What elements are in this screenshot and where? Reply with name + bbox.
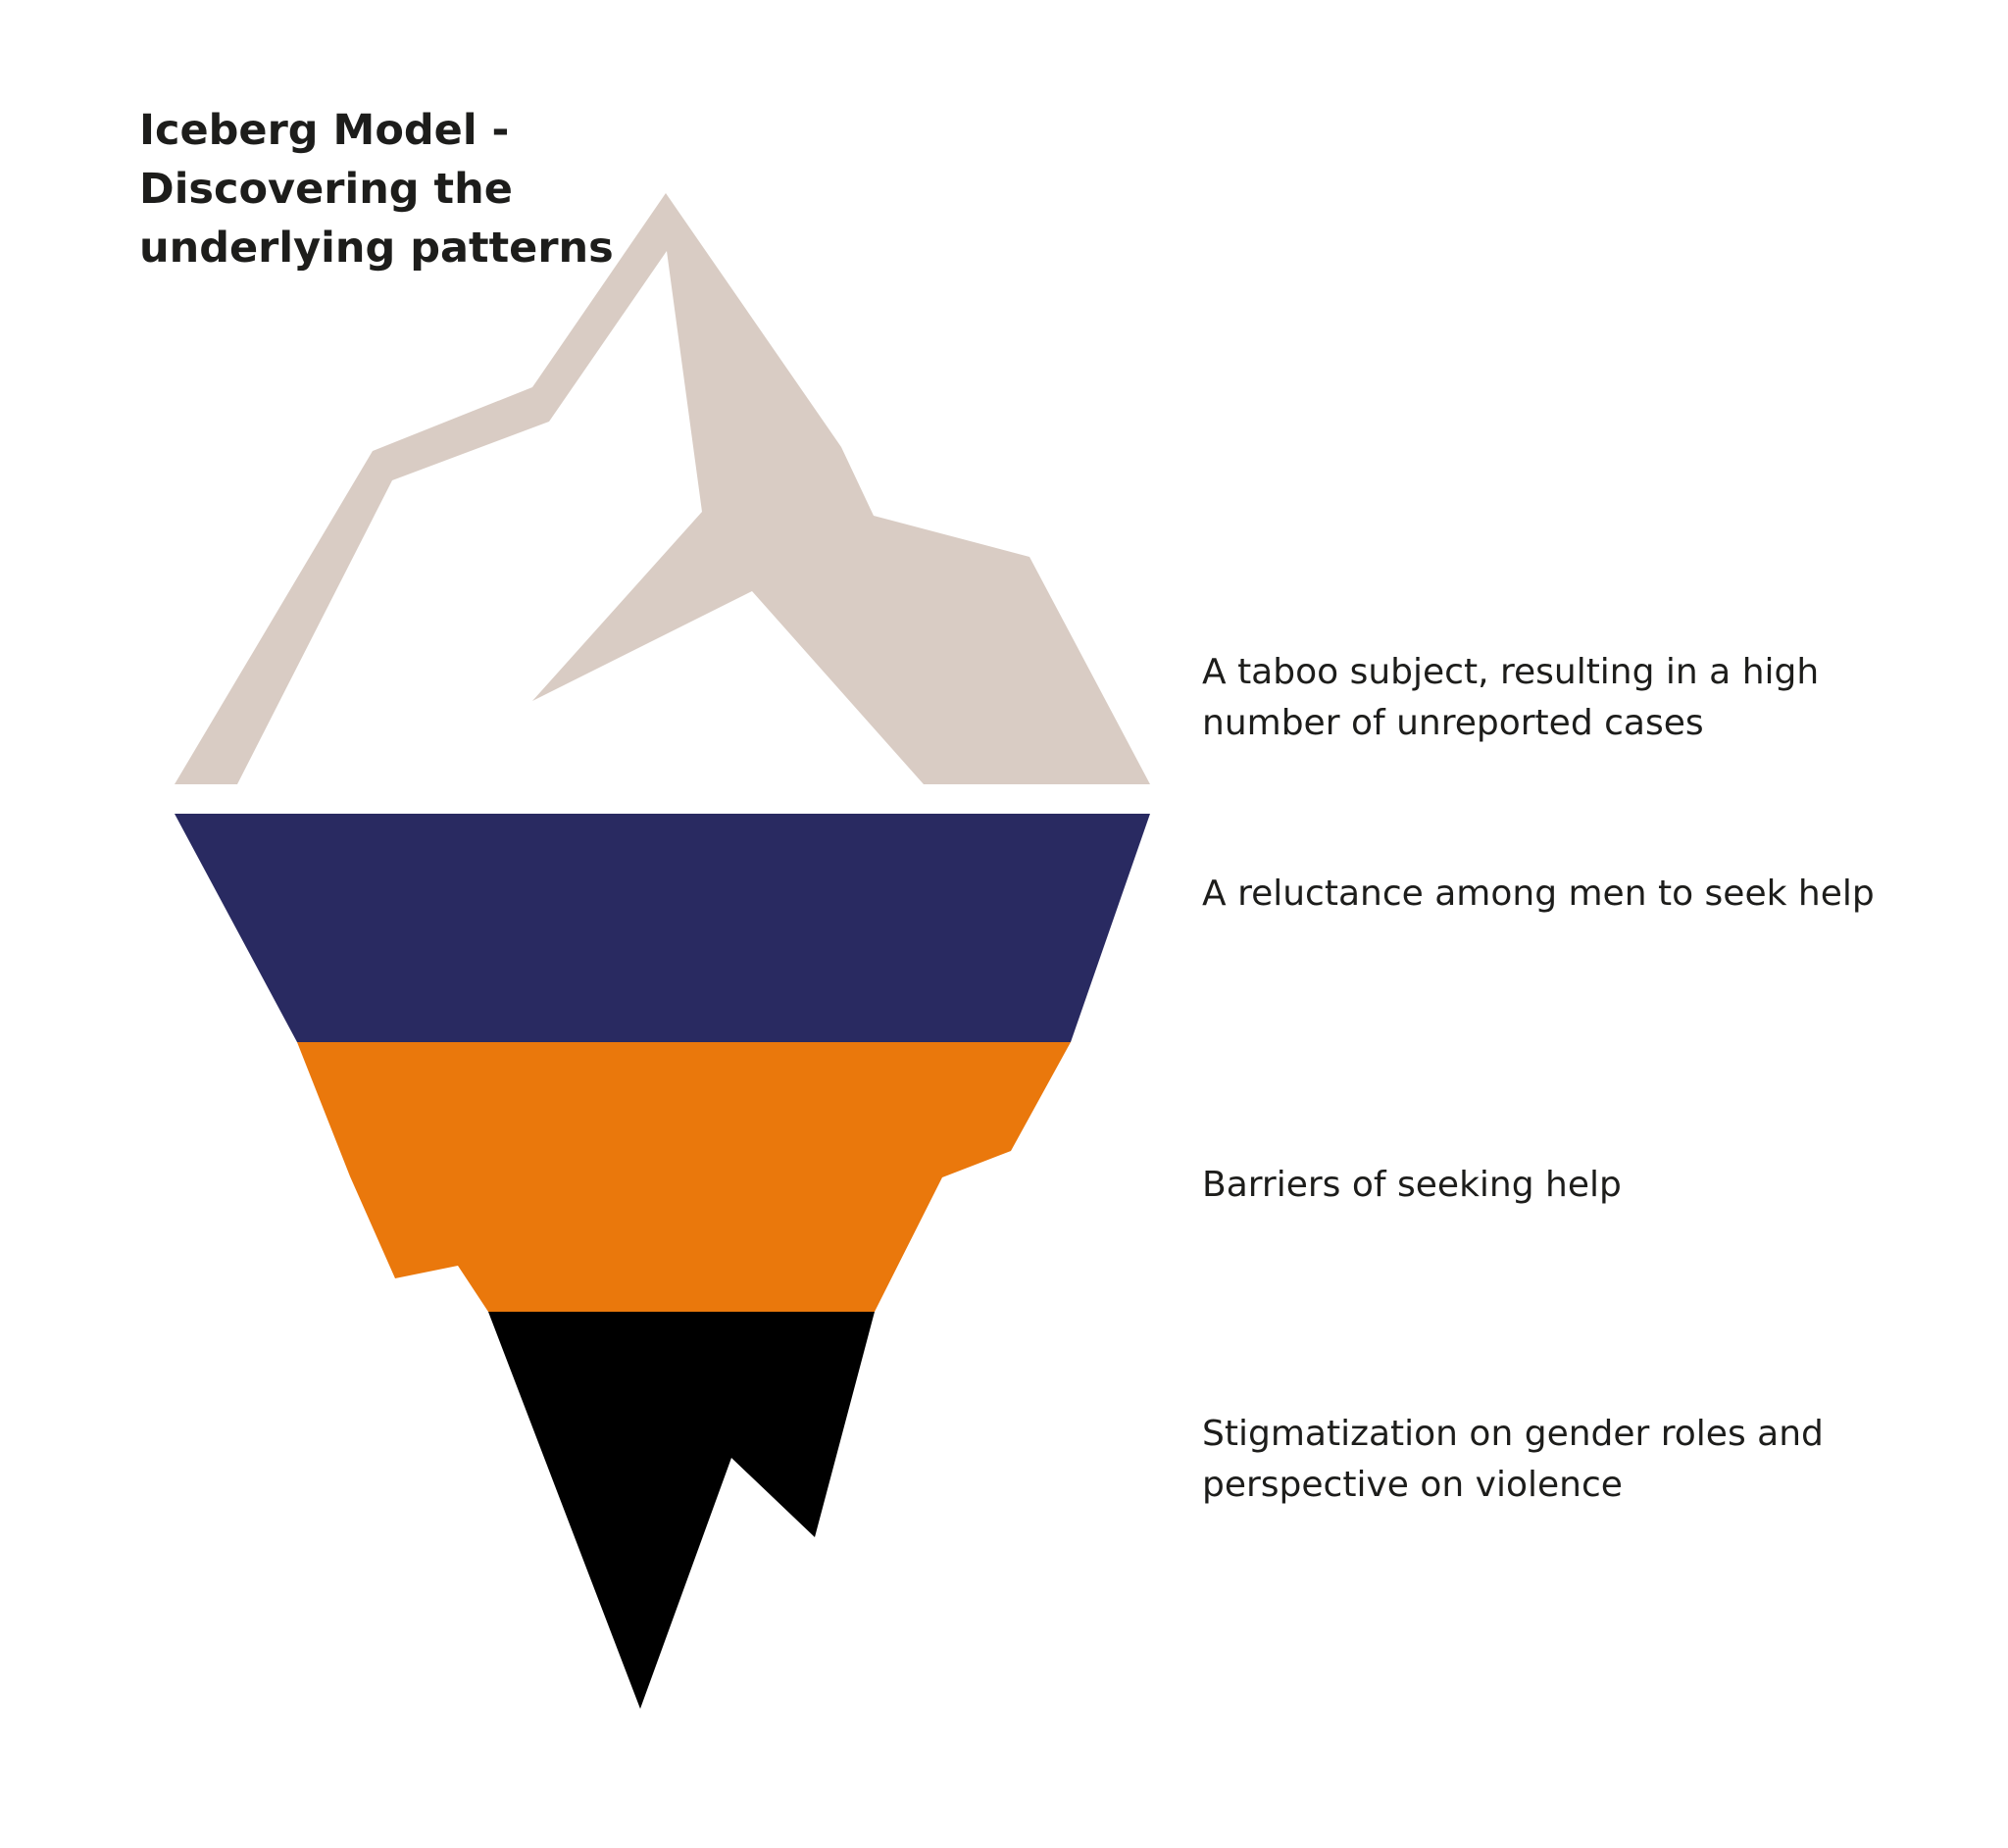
layer-2-label: Barriers of seeking help — [1202, 1160, 1928, 1211]
title-line: underlying patterns — [139, 224, 614, 273]
diagram-title: Iceberg Model - Discovering the underlyi… — [139, 101, 649, 277]
title-line: Discovering the — [139, 165, 513, 214]
title-line: Iceberg Model - — [139, 106, 510, 155]
layer-3-label: Stigmatization on gender roles and persp… — [1202, 1409, 1928, 1511]
iceberg-layer-3-shape — [488, 1312, 875, 1709]
layer-1-label: A reluctance among men to seek help — [1202, 869, 1928, 920]
tip-label: A taboo subject, resulting in a high num… — [1202, 647, 1928, 749]
iceberg-layer-1-shape — [175, 814, 1150, 1042]
label-line: A taboo subject, resulting in a high — [1202, 652, 1820, 692]
label-line: perspective on violence — [1202, 1465, 1623, 1505]
label-line: Barriers of seeking help — [1202, 1165, 1622, 1205]
label-line: A reluctance among men to seek help — [1202, 874, 1875, 914]
iceberg-tip-shape — [175, 193, 1150, 784]
iceberg-layer-2-shape — [297, 1042, 1071, 1312]
label-line: number of unreported cases — [1202, 703, 1704, 743]
label-line: Stigmatization on gender roles and — [1202, 1414, 1824, 1454]
